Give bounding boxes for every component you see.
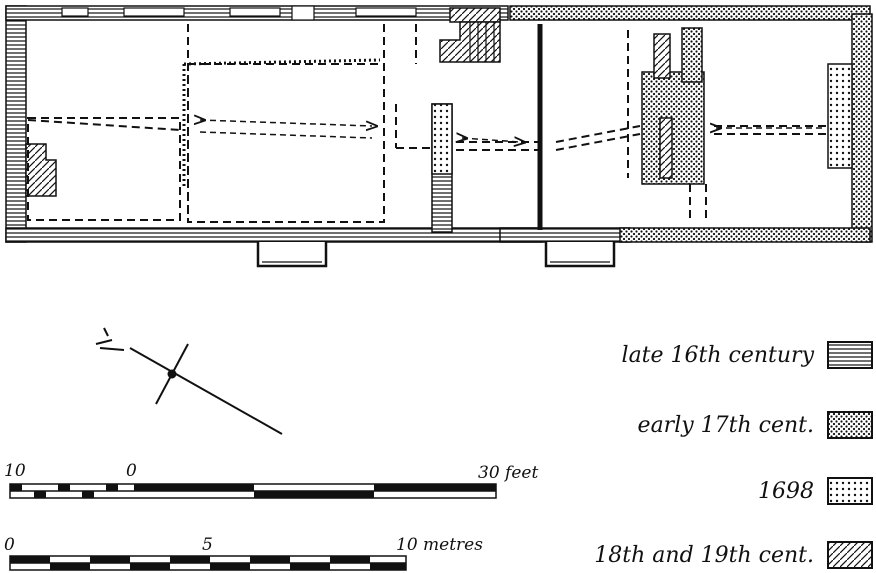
legend-item-late-16th-century: late 16th century [622,341,873,369]
walls-18th-19th-century [25,7,673,197]
scale-bar-metres: 0 5 10 metres [4,535,483,571]
legend-item-early-17th-century: early 17th cent. [638,411,873,439]
scale-feet-left-label: 10 [4,461,26,481]
scale-metres-zero-label: 0 [4,535,15,555]
legend-swatch-hatch [827,341,873,369]
legend-item-1698: 1698 [758,477,873,505]
top-wall-openings [61,5,417,21]
legend-label: 1698 [758,479,814,504]
north-arrow [95,327,283,435]
axis-arrows [200,120,824,142]
walls-1698 [431,63,853,175]
legend-label: early 17th cent. [638,413,814,438]
legend: late 16th century early 17th cent. 1698 … [594,341,873,569]
legend-swatch-diagonal [827,541,873,569]
legend-swatch-grid-dots [827,477,873,505]
bay-projections [256,242,616,268]
legend-label: late 16th century [622,343,815,368]
scale-feet-right-label: 30 feet [478,463,538,483]
legend-swatch-dense-dots [827,411,873,439]
legend-label: 18th and 19th cent. [594,543,814,568]
scale-metres-mid-label: 5 [202,535,213,555]
staircase [469,22,495,62]
dashed-outlines [27,24,828,223]
scale-bar-feet: 10 0 30 feet [4,461,538,499]
timber-partition [182,58,381,188]
early-17th-century-walls [509,5,873,243]
legend-item-18th-19th-century: 18th and 19th cent. [594,541,873,569]
floor-plan [5,5,873,268]
scale-feet-zero-label: 0 [126,461,137,481]
scale-metres-right-label: 10 metres [396,535,483,555]
